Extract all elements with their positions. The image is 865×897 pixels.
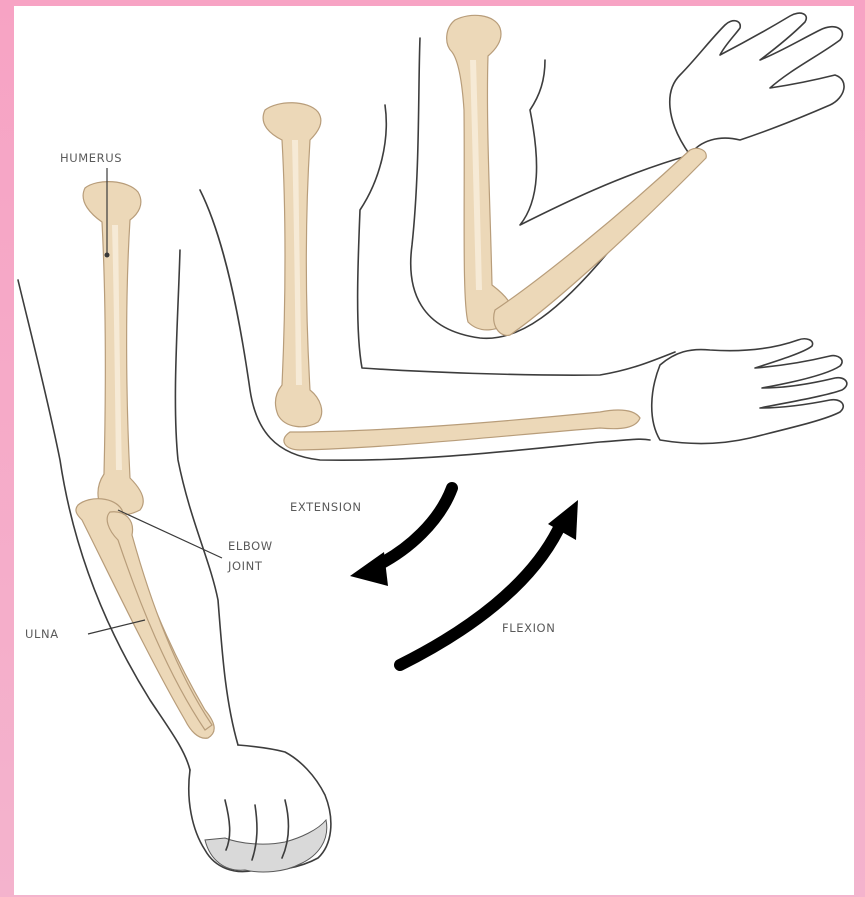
- extension-label: EXTENSION: [290, 500, 362, 514]
- flexion-label: FLEXION: [502, 621, 555, 635]
- flexed-arm: [411, 13, 844, 338]
- front-arm: [18, 182, 331, 872]
- ulna-label: ULNA: [25, 627, 59, 641]
- elbow-joint-label-line2: JOINT: [227, 559, 263, 573]
- humerus-label: HUMERUS: [60, 151, 122, 165]
- elbow-joint-label-line1: ELBOW: [228, 539, 273, 553]
- extended-arm: [200, 103, 847, 460]
- extension-arrow: [350, 488, 452, 586]
